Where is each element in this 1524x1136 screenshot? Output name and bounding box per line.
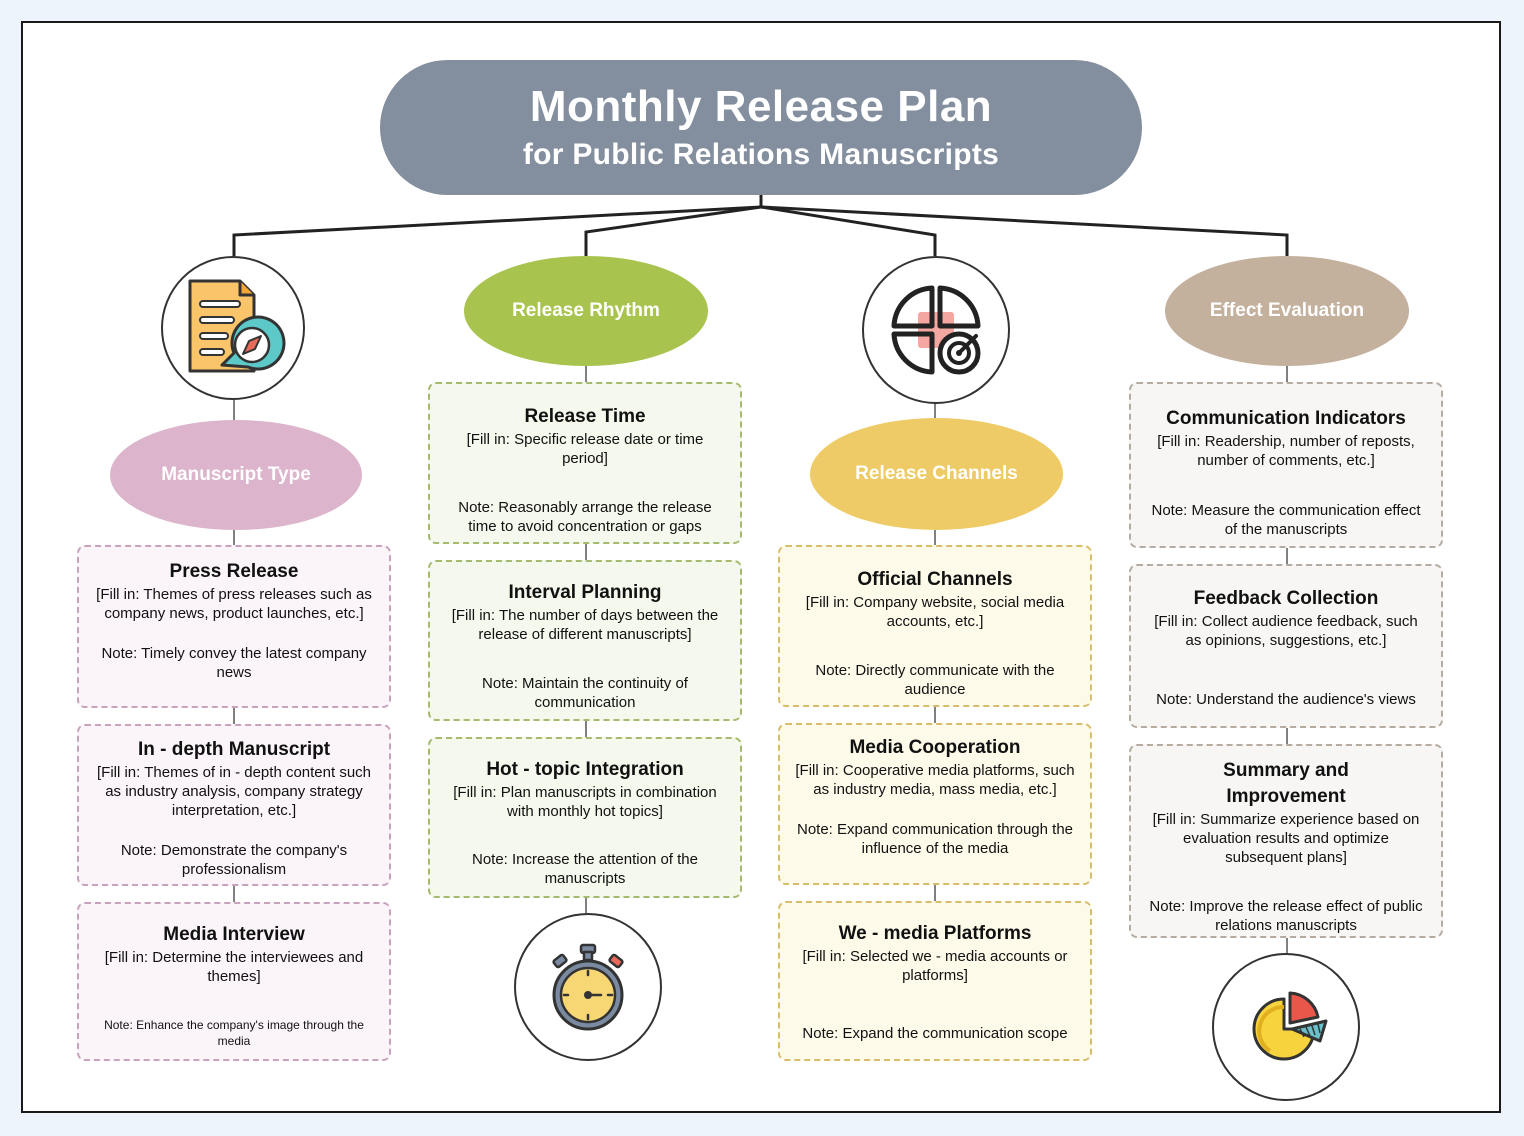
card-note: Note: Enhance the company's image throug… xyxy=(104,1018,364,1048)
card-fill-in: [Fill in: Specific release date or time … xyxy=(466,431,704,467)
stopwatch-icon xyxy=(514,913,662,1061)
card-in-depth-manuscript: In - depth Manuscript [Fill in: Themes o… xyxy=(77,724,391,886)
card-title: Summary and Improvement xyxy=(1223,760,1349,807)
connector-branch-3 xyxy=(760,205,937,256)
page-title: Monthly Release Plan xyxy=(529,82,993,131)
card-title: Media Cooperation xyxy=(849,737,1021,758)
card-fill-in: [Fill in: Plan manuscripts in combinatio… xyxy=(453,784,717,820)
card-title: Media Interview xyxy=(163,924,305,945)
card-title: Press Release xyxy=(169,561,299,582)
card-feedback-collection: Feedback Collection [Fill in: Collect au… xyxy=(1129,564,1443,728)
card-release-time: Release Time [Fill in: Specific release … xyxy=(428,382,742,544)
card-title: Hot - topic Integration xyxy=(486,759,684,780)
card-note: Note: Expand communication through the i… xyxy=(797,821,1073,857)
card-fill-in: [Fill in: Summarize experience based on … xyxy=(1152,811,1420,866)
branch-heading-release-channels: Release Channels xyxy=(810,418,1063,530)
card-communication-indicators: Communication Indicators [Fill in: Reade… xyxy=(1129,382,1443,548)
card-title: Release Time xyxy=(524,406,646,427)
card-summary-improvement: Summary and Improvement [Fill in: Summar… xyxy=(1129,744,1443,938)
card-we-media-platforms: We - media Platforms [Fill in: Selected … xyxy=(778,901,1092,1061)
card-hot-topic-integration: Hot - topic Integration [Fill in: Plan m… xyxy=(428,737,742,898)
document-compass-icon xyxy=(161,256,305,400)
title-banner: Monthly Release Plan for Public Relation… xyxy=(380,60,1142,195)
card-press-release: Press Release [Fill in: Themes of press … xyxy=(77,545,391,708)
card-note: Note: Improve the release effect of publ… xyxy=(1149,898,1423,934)
card-media-interview: Media Interview [Fill in: Determine the … xyxy=(77,902,391,1061)
branch-heading-release-rhythm: Release Rhythm xyxy=(464,256,708,366)
card-fill-in: [Fill in: Themes of in - depth content s… xyxy=(96,764,372,819)
connector-branch-4 xyxy=(760,205,1289,256)
card-note: Note: Understand the audience's views xyxy=(1156,691,1416,708)
card-note: Note: Maintain the continuity of communi… xyxy=(482,675,688,711)
card-note: Note: Reasonably arrange the release tim… xyxy=(458,499,712,535)
branch-heading-effect-evaluation: Effect Evaluation xyxy=(1165,256,1409,366)
card-title: Feedback Collection xyxy=(1193,588,1379,609)
pie-chart-icon xyxy=(1212,953,1360,1101)
card-media-cooperation: Media Cooperation [Fill in: Cooperative … xyxy=(778,723,1092,885)
card-fill-in: [Fill in: Determine the interviewees and… xyxy=(104,949,364,985)
connector-branch-1 xyxy=(232,205,762,256)
card-title: In - depth Manuscript xyxy=(137,739,331,760)
card-note: Note: Timely convey the latest company n… xyxy=(101,645,367,681)
card-title: Communication Indicators xyxy=(1166,408,1406,429)
card-fill-in: [Fill in: Readership, number of reposts,… xyxy=(1157,433,1415,469)
card-fill-in: [Fill in: Company website, social media … xyxy=(805,594,1065,630)
card-note: Note: Directly communicate with the audi… xyxy=(815,662,1055,698)
page-subtitle: for Public Relations Manuscripts xyxy=(522,138,1000,171)
card-title: Interval Planning xyxy=(508,582,662,603)
card-official-channels: Official Channels [Fill in: Company webs… xyxy=(778,545,1092,707)
branch-heading-manuscript-type: Manuscript Type xyxy=(110,420,362,530)
card-note: Note: Expand the communication scope xyxy=(802,1025,1068,1042)
card-fill-in: [Fill in: The number of days between the… xyxy=(451,607,719,643)
card-title: We - media Platforms xyxy=(838,923,1032,944)
card-fill-in: [Fill in: Selected we - media accounts o… xyxy=(802,948,1068,984)
connector-branch-2 xyxy=(584,205,762,256)
card-fill-in: [Fill in: Cooperative media platforms, s… xyxy=(795,762,1075,798)
card-fill-in: [Fill in: Collect audience feedback, suc… xyxy=(1154,613,1418,649)
card-fill-in: [Fill in: Themes of press releases such … xyxy=(96,586,372,622)
target-grid-icon xyxy=(862,256,1010,404)
card-interval-planning: Interval Planning [Fill in: The number o… xyxy=(428,560,742,721)
card-note: Note: Measure the communication effect o… xyxy=(1151,502,1421,538)
card-note: Note: Increase the attention of the manu… xyxy=(472,851,698,887)
card-title: Official Channels xyxy=(857,569,1013,590)
card-note: Note: Demonstrate the company's professi… xyxy=(120,842,348,878)
